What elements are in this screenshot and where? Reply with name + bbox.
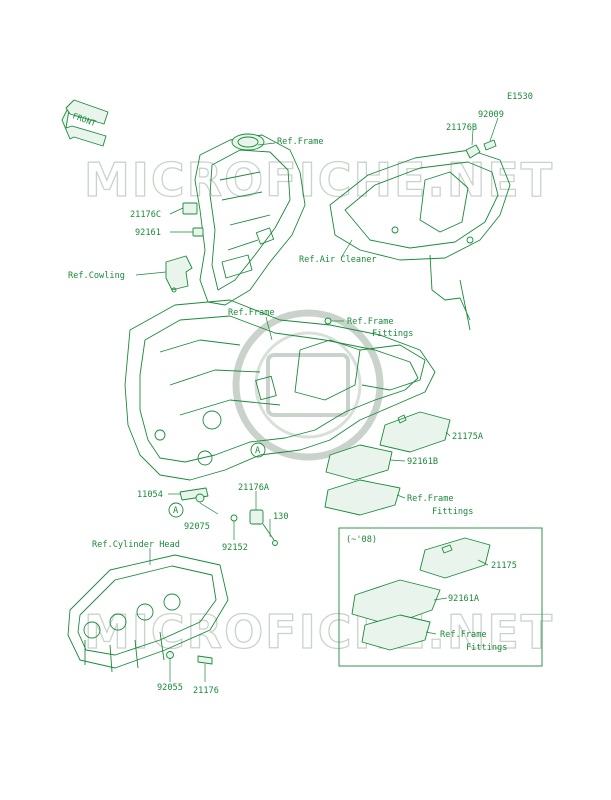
label-92161: 92161 — [135, 228, 161, 238]
label-ref-frame-mid: Ref.Frame — [228, 308, 275, 318]
label-ref-frame-fittings-3: Ref.Frame — [440, 630, 487, 640]
label-ref-frame-fittings-2: Ref.Frame — [407, 494, 454, 504]
label-92009: 92009 — [478, 110, 504, 120]
air-cleaner — [329, 139, 511, 331]
label-ref-cowling: Ref.Cowling — [68, 271, 125, 281]
label-92161B: 92161B — [407, 457, 438, 467]
label-92161A: 92161A — [448, 594, 480, 604]
bracket-frame-fittings — [324, 479, 401, 516]
main-frame — [124, 299, 436, 481]
label-92075: 92075 — [184, 522, 210, 532]
label-21176: 21176 — [193, 686, 219, 696]
label-ref-frame-fittings-2-sub: Fittings — [432, 507, 473, 517]
label-92152: 92152 — [222, 543, 248, 553]
watermark-logo — [232, 309, 384, 461]
diagram-code: E1530 — [507, 92, 533, 102]
version-box — [338, 527, 543, 667]
ecu-21175A — [379, 411, 451, 453]
bracket-frame-fittings-box — [361, 614, 431, 651]
marker-a-upper: A — [250, 442, 266, 458]
label-21175A: 21175A — [452, 432, 484, 442]
pad-92161B — [325, 444, 393, 481]
label-21175: 21175 — [491, 561, 517, 571]
svg-text:A: A — [173, 506, 179, 516]
label-ref-air-cleaner: Ref.Air Cleaner — [299, 255, 377, 265]
marker-a-lower: A — [168, 502, 184, 518]
ecu-21175 — [419, 537, 491, 579]
label-21176C: 21176C — [130, 210, 161, 220]
svg-text:A: A — [255, 446, 261, 456]
label-ref-frame-fittings-1-sub: Fittings — [372, 329, 413, 339]
label-ref-frame-top: Ref.Frame — [277, 137, 324, 147]
label-ref-cylinder-head: Ref.Cylinder Head — [92, 540, 180, 550]
leader-lines — [135, 117, 499, 682]
label-21176B: 21176B — [446, 123, 477, 133]
label-ref-frame-fittings-1: Ref.Frame — [347, 317, 394, 327]
label-130: 130 — [273, 512, 289, 522]
front-arrow-icon: FRONT — [61, 99, 109, 147]
sensor-21176C — [165, 202, 204, 293]
version-box-label: (~'08) — [346, 535, 377, 545]
label-21176A: 21176A — [238, 483, 270, 493]
small-parts-middle — [179, 487, 278, 546]
cylinder-head — [67, 554, 229, 673]
watermark-top: MICROFICHE.NET — [84, 153, 554, 207]
pad-92161A — [351, 579, 441, 626]
label-92055: 92055 — [157, 683, 183, 693]
label-11054: 11054 — [137, 490, 163, 500]
label-ref-frame-fittings-3-sub: Fittings — [466, 643, 507, 653]
watermark-bottom: MICROFICHE.NET — [84, 605, 554, 659]
